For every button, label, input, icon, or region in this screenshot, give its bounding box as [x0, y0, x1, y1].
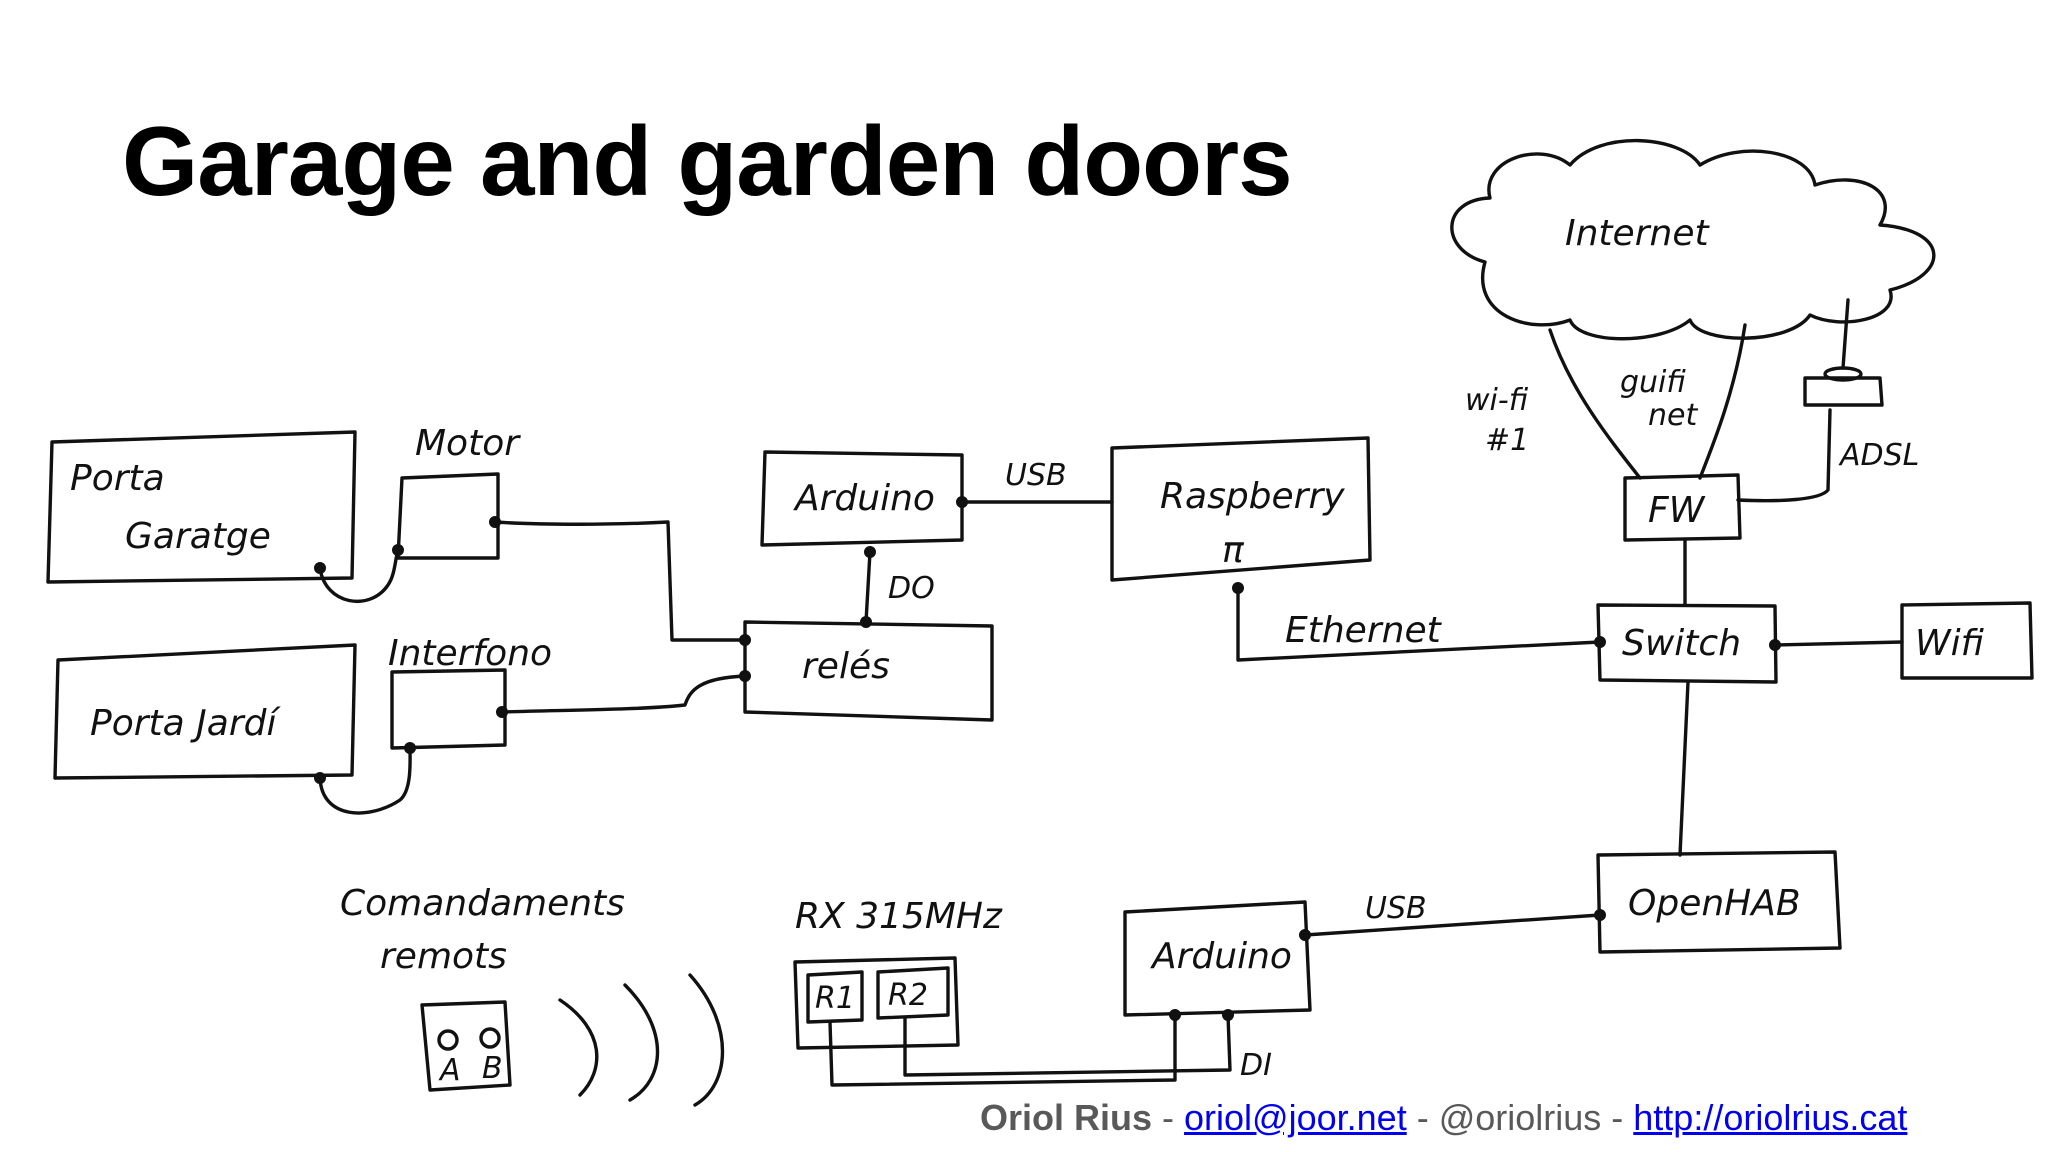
ethernet-label: Ethernet — [1285, 610, 1443, 651]
connection-labels: USB DO Ethernet wi-fi #1 guifi net ADSL … — [340, 365, 1919, 1083]
rx-receiver-box: RX 315MHz R1 R2 — [793, 896, 1003, 1050]
arduino-top-box: Arduino — [760, 450, 964, 547]
remote-control: A B — [420, 1000, 512, 1092]
switch-box: Switch — [1596, 603, 1778, 684]
raspberry-box: Raspberry π — [1110, 436, 1372, 582]
footer-website-link[interactable]: http://oriolrius.cat — [1633, 1097, 1908, 1138]
usb-bottom-label: USB — [1365, 891, 1427, 926]
remote-a-label: A — [438, 1053, 461, 1088]
arduino-top-label: Arduino — [793, 478, 935, 519]
raspberry-label: Raspberry — [1160, 476, 1345, 517]
rx-label: RX 315MHz — [795, 896, 1003, 937]
radio-waves — [558, 973, 725, 1107]
usb-top-label: USB — [1005, 458, 1067, 493]
interfono-box: Interfono — [388, 633, 552, 750]
footer-separator: - — [1152, 1097, 1185, 1138]
guifi-label-line2: net — [1648, 398, 1698, 433]
r2-label: R2 — [888, 978, 928, 1013]
di-label: DI — [1240, 1048, 1272, 1083]
wifi-1-label-line1: wi-fi — [1465, 383, 1529, 418]
switch-label: Switch — [1622, 623, 1741, 664]
do-label: DO — [888, 571, 935, 606]
slide-title: Garage and garden doors — [122, 106, 1293, 216]
comandaments-label-line2: remots — [380, 936, 507, 977]
openhab-label: OpenHAB — [1628, 883, 1801, 924]
arduino-bottom-box: Arduino — [1123, 900, 1312, 1017]
connections — [318, 298, 1904, 1087]
motor-label: Motor — [415, 423, 521, 464]
raspberry-pi-label: π — [1222, 530, 1245, 571]
adsl-modem-icon — [1803, 366, 1884, 407]
wifi-1-label-line2: #1 — [1485, 423, 1529, 458]
porta-garatge-label-line1: Porta — [70, 458, 165, 499]
internet-cloud: Internet — [1450, 138, 1936, 341]
motor-box: Motor — [396, 423, 521, 560]
arduino-bottom-label: Arduino — [1150, 936, 1292, 977]
footer-handle: - @oriolrius - — [1406, 1097, 1634, 1138]
openhab-box: OpenHAB — [1596, 850, 1842, 954]
internet-label: Internet — [1565, 213, 1710, 254]
reles-box: relés — [743, 620, 994, 722]
wifi-box: Wifi — [1900, 601, 2034, 680]
porta-garatge-box: Porta Garatge — [46, 430, 357, 584]
porta-garatge-label-line2: Garatge — [125, 516, 271, 557]
remote-b-label: B — [482, 1051, 503, 1086]
interfono-label: Interfono — [388, 633, 552, 674]
porta-jardi-label: Porta Jardí — [90, 703, 281, 744]
fw-box: FW — [1623, 473, 1742, 542]
footer: Oriol Rius - oriol@joor.net - @oriolrius… — [980, 1097, 1907, 1139]
adsl-label: ADSL — [1838, 438, 1919, 473]
reles-label: relés — [802, 646, 890, 687]
fw-label: FW — [1648, 490, 1706, 531]
connection-dots — [314, 496, 1781, 1021]
r1-label: R1 — [815, 981, 855, 1016]
guifi-label-line1: guifi — [1620, 365, 1686, 400]
wifi-box-label: Wifi — [1915, 623, 1985, 664]
porta-jardi-box: Porta Jardí — [53, 643, 357, 780]
comandaments-label-line1: Comandaments — [340, 883, 625, 924]
footer-author: Oriol Rius — [980, 1097, 1153, 1138]
footer-email-link[interactable]: oriol@joor.net — [1184, 1097, 1407, 1138]
